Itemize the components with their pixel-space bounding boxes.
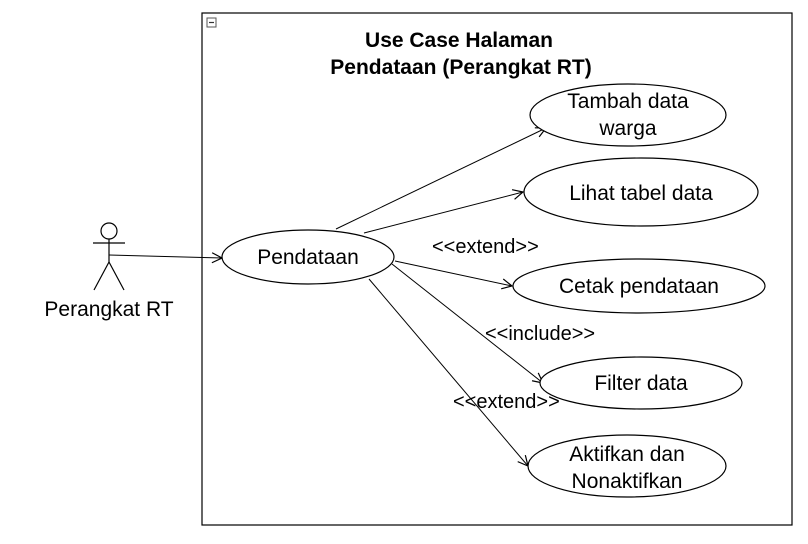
extend-label-1: <<extend>>	[432, 236, 539, 258]
usecase-pendataan[interactable]	[221, 229, 395, 285]
actor-stick-figure-icon[interactable]	[93, 222, 125, 291]
usecase-pendataan-label: Pendataan	[257, 246, 359, 269]
usecase-aktifkan-label-line2: Nonaktifkan	[572, 470, 683, 493]
usecase-tambah-label-line1: Tambah data	[567, 90, 689, 113]
relation-cetak	[394, 260, 512, 286]
usecase-cetak-pendataan[interactable]	[512, 258, 766, 314]
usecase-lihat-tabel-data[interactable]	[523, 157, 759, 227]
system-title-line1: Use Case Halaman	[365, 29, 553, 52]
usecase-filter-label: Filter data	[594, 372, 688, 395]
system-title-line2: Pendataan (Perangkat RT)	[330, 56, 591, 79]
usecase-lihat-label: Lihat tabel data	[569, 182, 713, 205]
usecase-aktifkan-nonaktifkan[interactable]	[527, 434, 727, 498]
collapse-toggle-icon[interactable]	[206, 17, 217, 28]
extend-label-2: <<extend>>	[453, 391, 560, 413]
association-actor-pendataan	[108, 255, 222, 258]
relation-tambah	[335, 128, 546, 230]
usecase-aktifkan-label-line1: Aktifkan dan	[569, 443, 685, 466]
usecase-tambah-data-warga[interactable]	[529, 83, 727, 147]
relation-lihat	[363, 192, 523, 234]
usecase-cetak-label: Cetak pendataan	[559, 275, 719, 298]
relation-filter	[391, 263, 543, 383]
actor-label: Perangkat RT	[44, 298, 173, 321]
usecase-tambah-label-line2: warga	[598, 117, 657, 140]
system-boundary	[201, 12, 793, 526]
relation-aktifkan	[368, 278, 528, 466]
usecase-filter-data[interactable]	[539, 356, 743, 410]
include-label: <<include>>	[485, 323, 595, 345]
